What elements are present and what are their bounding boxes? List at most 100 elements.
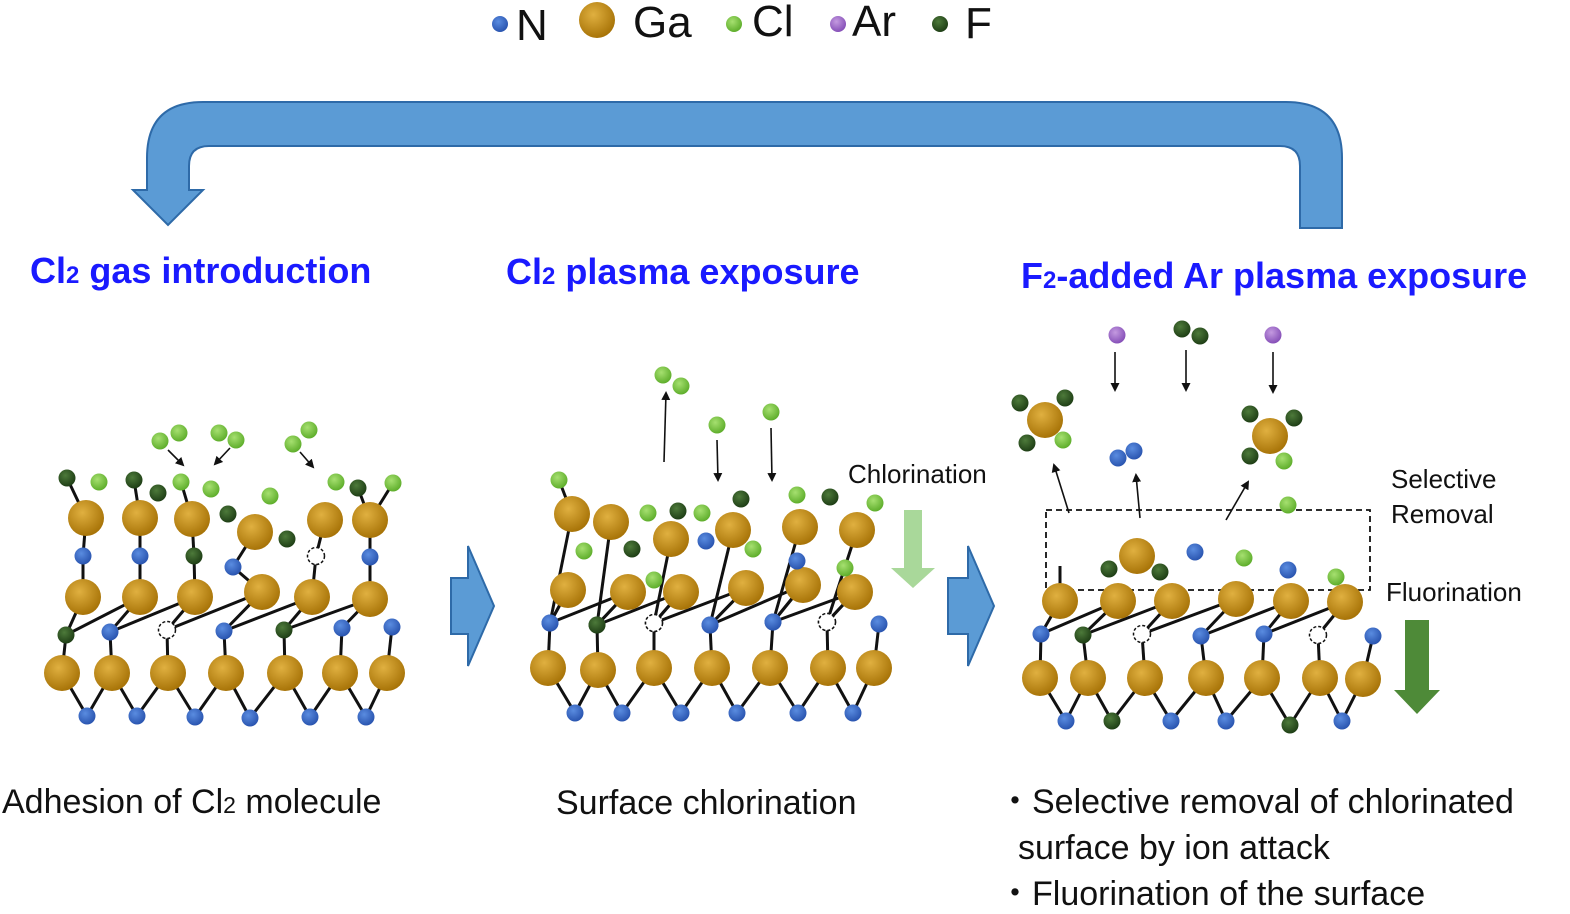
ga-atom xyxy=(1244,660,1280,696)
cl-atom xyxy=(384,474,402,492)
n-atom xyxy=(74,547,92,565)
n-atom xyxy=(131,547,149,565)
n-atom xyxy=(541,614,559,632)
f-atom xyxy=(1241,447,1259,465)
cl-atom xyxy=(1327,568,1345,586)
n-atom xyxy=(1333,712,1351,730)
ga-atom xyxy=(810,650,846,686)
n-atom xyxy=(1057,712,1075,730)
ga-atom xyxy=(1100,583,1136,619)
ga-atom xyxy=(694,650,730,686)
f-atom xyxy=(1281,716,1299,734)
ga-atom xyxy=(1345,661,1381,697)
n-atom xyxy=(870,615,888,633)
n-atom xyxy=(1364,627,1382,645)
n-atom xyxy=(357,708,375,726)
cl-atom xyxy=(1235,549,1253,567)
n-atom xyxy=(241,709,259,727)
cl-atom xyxy=(645,571,663,589)
ga-atom xyxy=(122,500,158,536)
n-atom xyxy=(613,704,631,722)
legend-n-label: N xyxy=(516,1,548,50)
n-atom xyxy=(1125,442,1143,460)
n-atom xyxy=(186,708,204,726)
step3-caption-line2: surface by ion attack xyxy=(1018,829,1331,867)
ga-atom xyxy=(636,650,672,686)
f-atom xyxy=(1056,389,1074,407)
cl-atom xyxy=(762,403,780,421)
reaction-arrow xyxy=(1132,473,1142,519)
ga-atom xyxy=(177,579,213,615)
step3-caption-line3: ・Fluorination of the surface xyxy=(998,875,1425,909)
f-atom xyxy=(58,469,76,487)
ga-atom xyxy=(1119,538,1155,574)
ga-atom xyxy=(1154,583,1190,619)
ga-atom xyxy=(1327,584,1363,620)
cl-atom xyxy=(170,424,188,442)
cl-atom xyxy=(202,480,220,498)
chlorination-arrow xyxy=(891,510,935,588)
f-atom xyxy=(1011,394,1029,412)
f-atom xyxy=(732,490,750,508)
step3-title: F2-added Ar plasma exposure xyxy=(1021,255,1527,296)
ga-atom xyxy=(369,655,405,691)
ga-atom xyxy=(65,579,101,615)
n-atom xyxy=(697,532,715,550)
cl-atom xyxy=(693,504,711,522)
cl-atom xyxy=(284,435,302,453)
cl-atom xyxy=(1275,452,1293,470)
ga-atom xyxy=(1273,583,1309,619)
ar-atom xyxy=(1264,326,1282,344)
n-atom xyxy=(1279,561,1297,579)
vacancy-site xyxy=(817,612,837,632)
vacancy-site xyxy=(644,613,664,633)
reaction-arrow xyxy=(1051,463,1070,514)
f-atom xyxy=(57,626,75,644)
ga-atom xyxy=(150,655,186,691)
ga-atom xyxy=(208,655,244,691)
cl-atom xyxy=(708,416,726,434)
vacancy-site xyxy=(1132,624,1152,644)
ga-atom xyxy=(839,512,875,548)
n-atom xyxy=(1186,543,1204,561)
legend-cl-icon xyxy=(726,16,742,32)
f-atom xyxy=(125,471,143,489)
legend-ar-label: Ar xyxy=(852,0,896,46)
ga-atom xyxy=(782,509,818,545)
f-atom xyxy=(1285,409,1303,427)
legend: N Ga Cl Ar F xyxy=(492,0,992,50)
legend-f-label: F xyxy=(965,0,992,48)
ga-atom xyxy=(1252,418,1288,454)
n-atom xyxy=(78,707,96,725)
vacancy-site xyxy=(157,620,177,640)
ga-atom xyxy=(174,501,210,537)
ga-atom xyxy=(1127,660,1163,696)
f-atom xyxy=(219,505,237,523)
n-atom xyxy=(224,558,242,576)
n-atom xyxy=(1192,627,1210,645)
cl-atom xyxy=(866,494,884,512)
step1-title: Cl2 gas introduction xyxy=(30,250,371,291)
ga-atom xyxy=(94,655,130,691)
n-atom xyxy=(566,704,584,722)
cl-atom xyxy=(1054,431,1072,449)
ga-atom xyxy=(1188,660,1224,696)
vacancy-site xyxy=(306,546,326,566)
cl-atom xyxy=(151,432,169,450)
step1-caption: Adhesion of Cl2 molecule xyxy=(2,783,381,821)
cl-atom xyxy=(550,471,568,489)
n-atom xyxy=(215,622,233,640)
ga-atom xyxy=(554,496,590,532)
f-atom xyxy=(278,530,296,548)
reaction-arrow-layer xyxy=(167,350,1278,521)
cl-atom xyxy=(227,431,245,449)
ga-atom xyxy=(122,579,158,615)
step2-caption: Surface chlorination xyxy=(556,784,857,822)
n-atom xyxy=(788,552,806,570)
cl-atom xyxy=(172,473,190,491)
f-atom xyxy=(1241,405,1259,423)
ga-atom xyxy=(294,579,330,615)
n-atom xyxy=(1217,712,1235,730)
